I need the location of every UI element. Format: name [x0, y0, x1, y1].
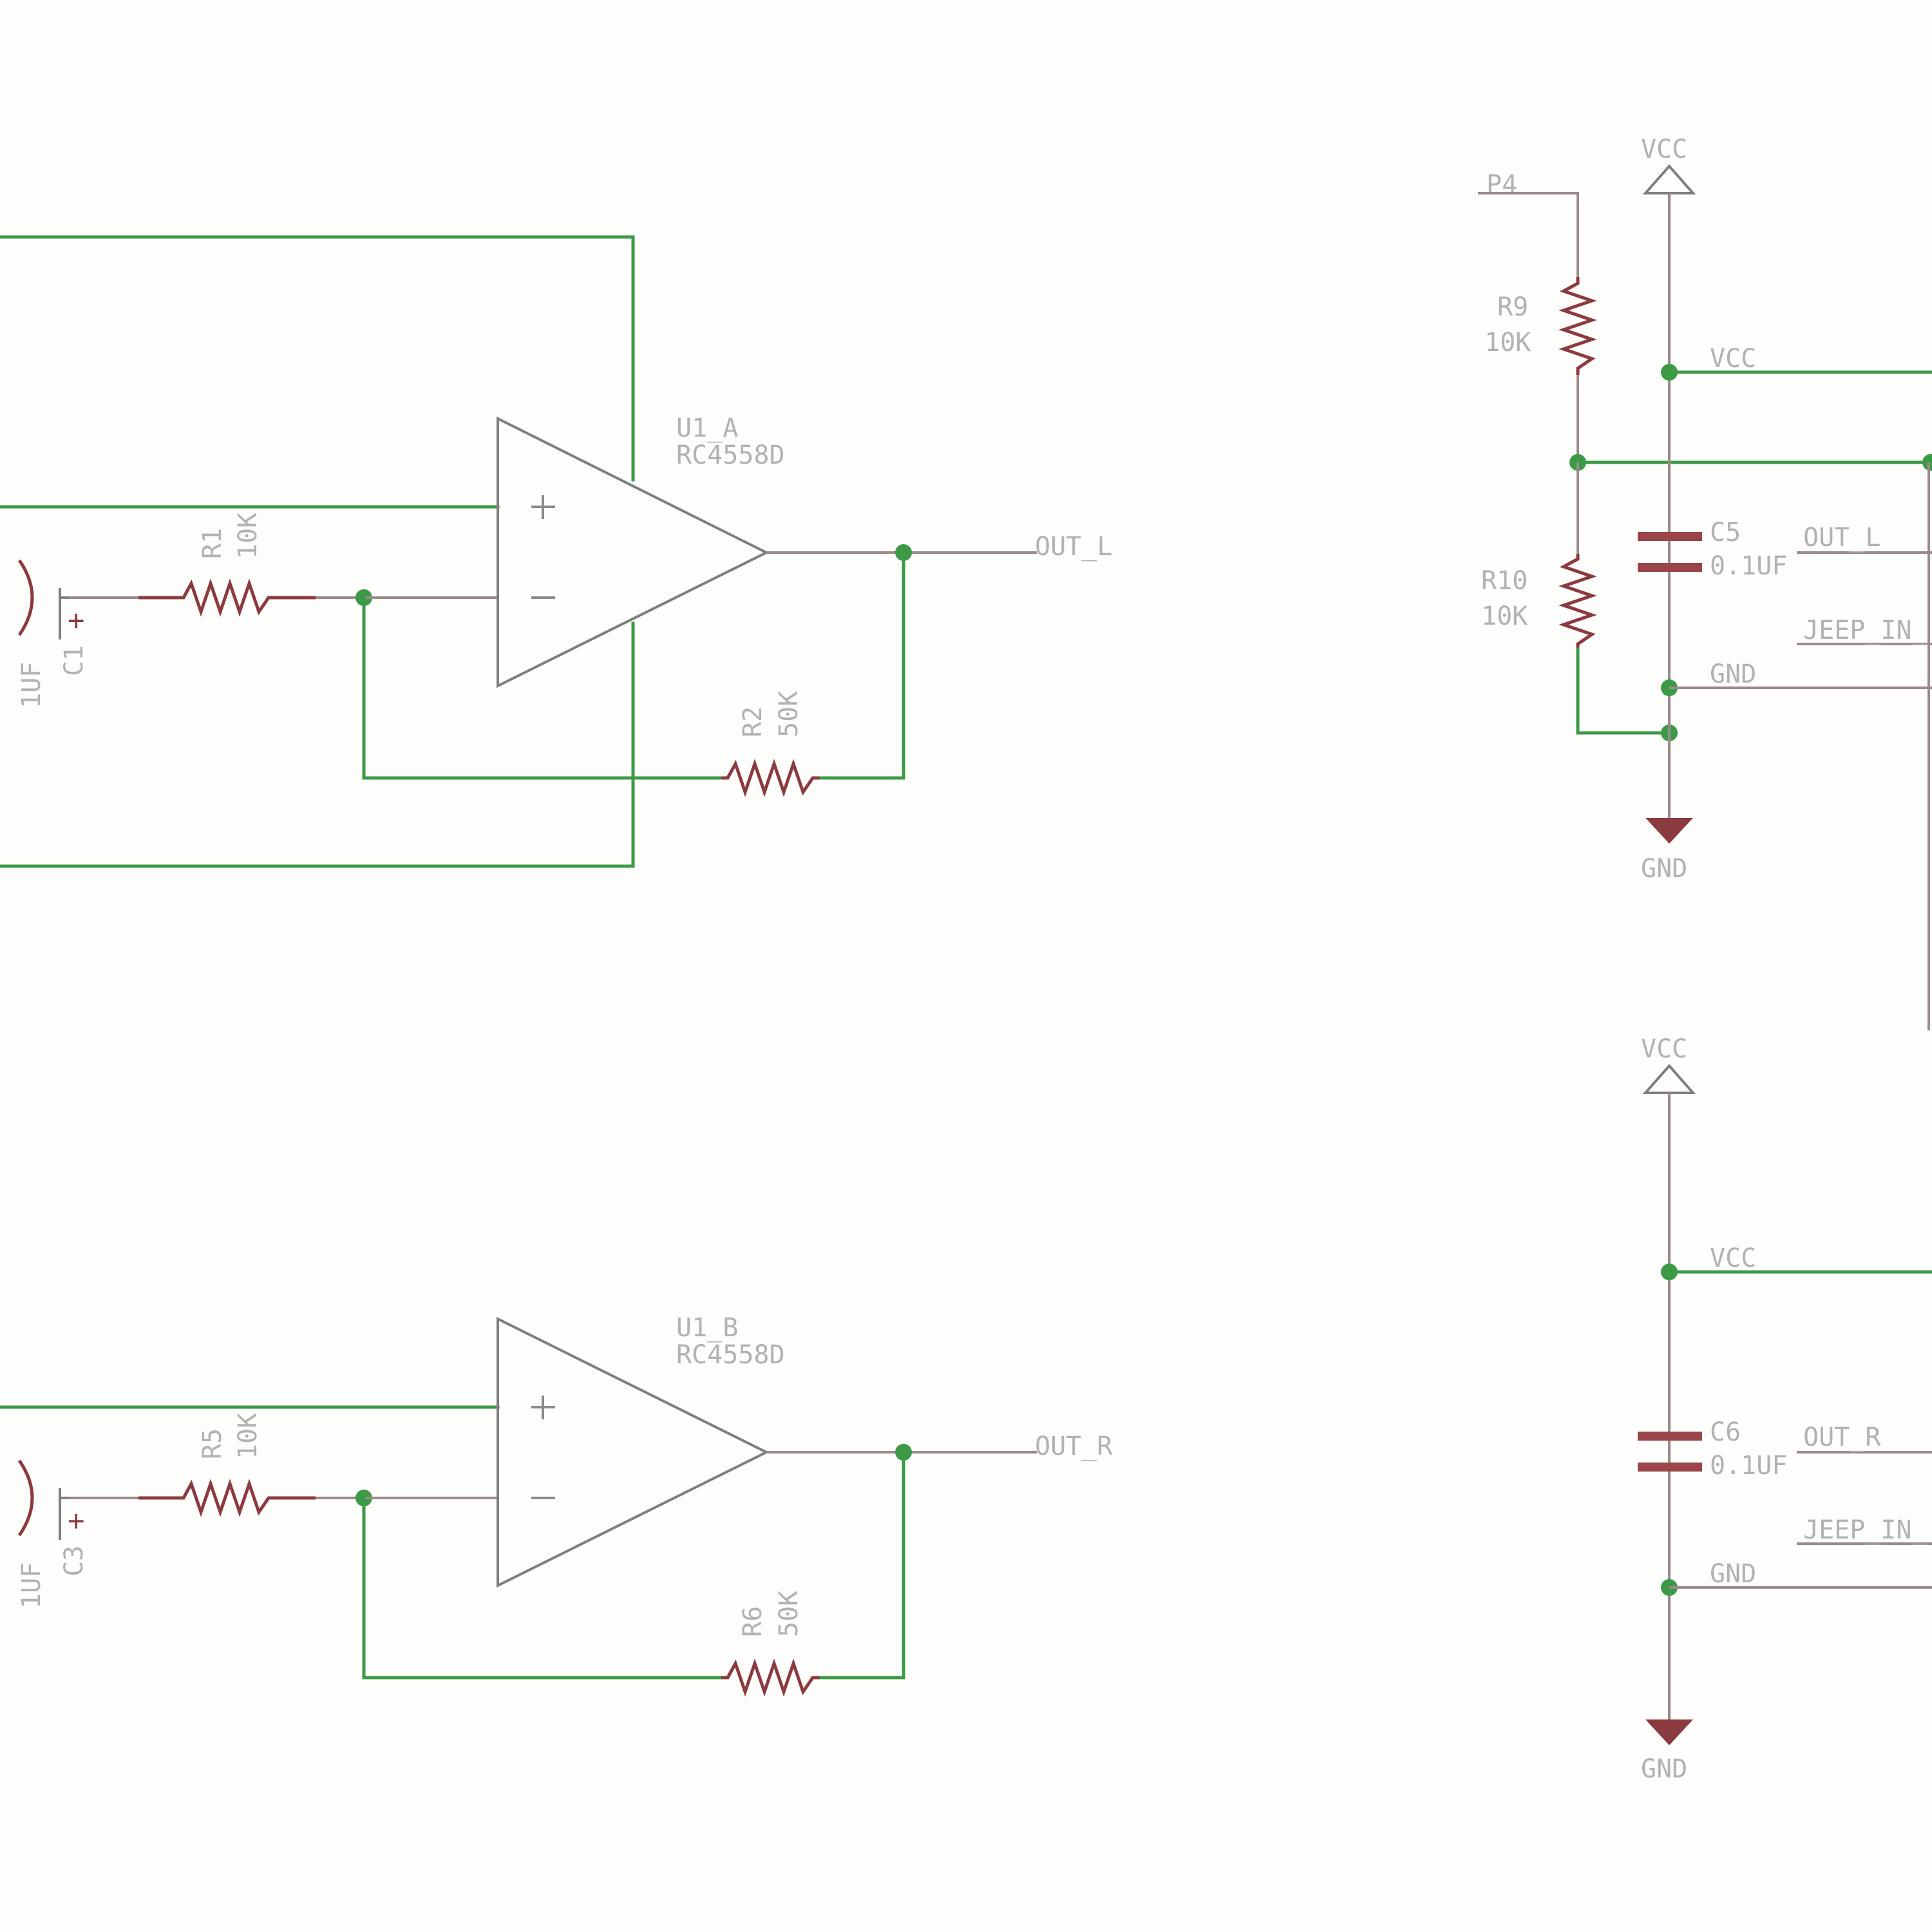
opamp-u1b-part: RC4558D: [676, 1340, 785, 1370]
net-label-jeep-in-top: JEEP_IN_: [1803, 616, 1928, 645]
capacitor-c5-value: 0.1UF: [1710, 551, 1787, 581]
capacitor-c1-value: 1UF: [17, 662, 46, 708]
resistor-r1-name: R1: [198, 528, 227, 559]
resistor-r5-value: 10K: [233, 1413, 263, 1459]
net-label-out-l: OUT_L: [1035, 532, 1112, 562]
wire-feedback-b[interactable]: [362, 1496, 723, 1680]
capacitor-c3-name: C3: [59, 1546, 89, 1577]
vcc-symbol-top-label: VCC: [1641, 135, 1687, 164]
resistor-r10-name: R10: [1481, 566, 1528, 596]
resistor-r10-value: 10K: [1481, 601, 1528, 631]
gnd-symbol-top: GND: [1641, 818, 1693, 884]
resistor-r1[interactable]: R1 10K: [138, 513, 316, 617]
net-label-vcc-top: VCC: [1710, 344, 1756, 374]
capacitor-c6-name: C6: [1710, 1417, 1741, 1447]
capacitor-c6-value: 0.1UF: [1710, 1451, 1787, 1481]
vcc-symbol-bottom: VCC: [1641, 1034, 1696, 1094]
capacitor-c5[interactable]: C5 0.1UF: [1638, 518, 1787, 581]
resistor-r5-name: R5: [198, 1428, 227, 1459]
wire-p4: [1478, 192, 1579, 277]
gnd-symbol-top-label: GND: [1641, 854, 1687, 884]
wire-supply-loop-top[interactable]: [0, 235, 635, 482]
capacitor-c5-name: C5: [1710, 518, 1741, 547]
net-label-gnd-bottom: GND: [1710, 1559, 1756, 1589]
wire-feedback-b-return[interactable]: [819, 1450, 905, 1680]
capacitor-c3[interactable]: + 1UF C3: [17, 1459, 89, 1609]
supply-block-top: P4 R9 10K R10 10K VCC VCC: [1478, 135, 1932, 1030]
opamp-u1a-part: RC4558D: [676, 440, 785, 470]
resistor-r6-name: R6: [738, 1606, 768, 1637]
resistor-r2-name: R2: [738, 706, 768, 737]
gnd-symbol-bottom: GND: [1641, 1719, 1693, 1784]
resistor-r9-name: R9: [1497, 292, 1528, 322]
junction-bias-right: [1922, 454, 1932, 471]
net-label-jeep-in-bottom: JEEP_IN_: [1803, 1515, 1928, 1545]
resistor-r6-value: 50K: [774, 1591, 804, 1637]
vcc-symbol-bottom-label: VCC: [1641, 1034, 1687, 1064]
opamp-u1b[interactable]: U1_B RC4558D: [497, 1313, 785, 1588]
resistor-r2[interactable]: R2 50K: [721, 691, 821, 797]
opamp-stage-right: + 1UF C3 R5 10K R6 50K U1_B RC4558D: [0, 1313, 1113, 1697]
opamp-u1a[interactable]: U1_A RC4558D: [497, 413, 785, 688]
net-label-out-l-right: OUT_L: [1803, 523, 1880, 553]
resistor-r1-value: 10K: [233, 513, 263, 559]
opamp-stage-left: + 1UF C1 R1 10K R2 50K U1_A: [0, 235, 1112, 868]
junction-output-a: [895, 544, 912, 561]
resistor-r2-value: 50K: [774, 691, 804, 737]
net-label-vcc-bottom: VCC: [1710, 1244, 1756, 1273]
wire-feedback-a-return[interactable]: [819, 551, 905, 780]
net-label-gnd-top: GND: [1710, 659, 1756, 689]
net-label-out-r: OUT_R: [1035, 1432, 1113, 1461]
wire-supply-loop-bottom[interactable]: [0, 621, 635, 868]
opamp-u1a-name: U1_A: [676, 413, 738, 443]
gnd-symbol-bottom-label: GND: [1641, 1754, 1687, 1784]
capacitor-c1-name: C1: [59, 645, 89, 676]
net-label-p4: P4: [1486, 170, 1517, 200]
resistor-r5[interactable]: R5 10K: [138, 1413, 316, 1517]
vcc-symbol-top: VCC: [1641, 135, 1696, 194]
capacitor-c1[interactable]: + 1UF C1: [17, 559, 89, 708]
resistor-r9-value: 10K: [1484, 328, 1531, 357]
capacitor-c3-value: 1UF: [17, 1562, 46, 1609]
opamp-u1b-name: U1_B: [676, 1313, 738, 1343]
capacitor-c1-plus-mark: +: [68, 604, 85, 637]
junction-output-b: [895, 1444, 912, 1461]
resistor-r10[interactable]: R10 10K: [1481, 554, 1597, 649]
capacitor-c6[interactable]: C6 0.1UF: [1638, 1417, 1787, 1481]
net-label-out-r-right: OUT_R: [1803, 1423, 1881, 1452]
wire-feedback-a[interactable]: [362, 596, 723, 780]
resistor-r6[interactable]: R6 50K: [721, 1591, 821, 1697]
resistor-r9[interactable]: R9 10K: [1484, 277, 1597, 375]
capacitor-c3-plus-mark: +: [68, 1504, 85, 1537]
supply-block-bottom: VCC VCC C6 0.1UF OUT_R JEEP_IN_ GND GND: [1638, 1034, 1932, 1784]
wire-r10-gnd[interactable]: [1576, 647, 1671, 735]
